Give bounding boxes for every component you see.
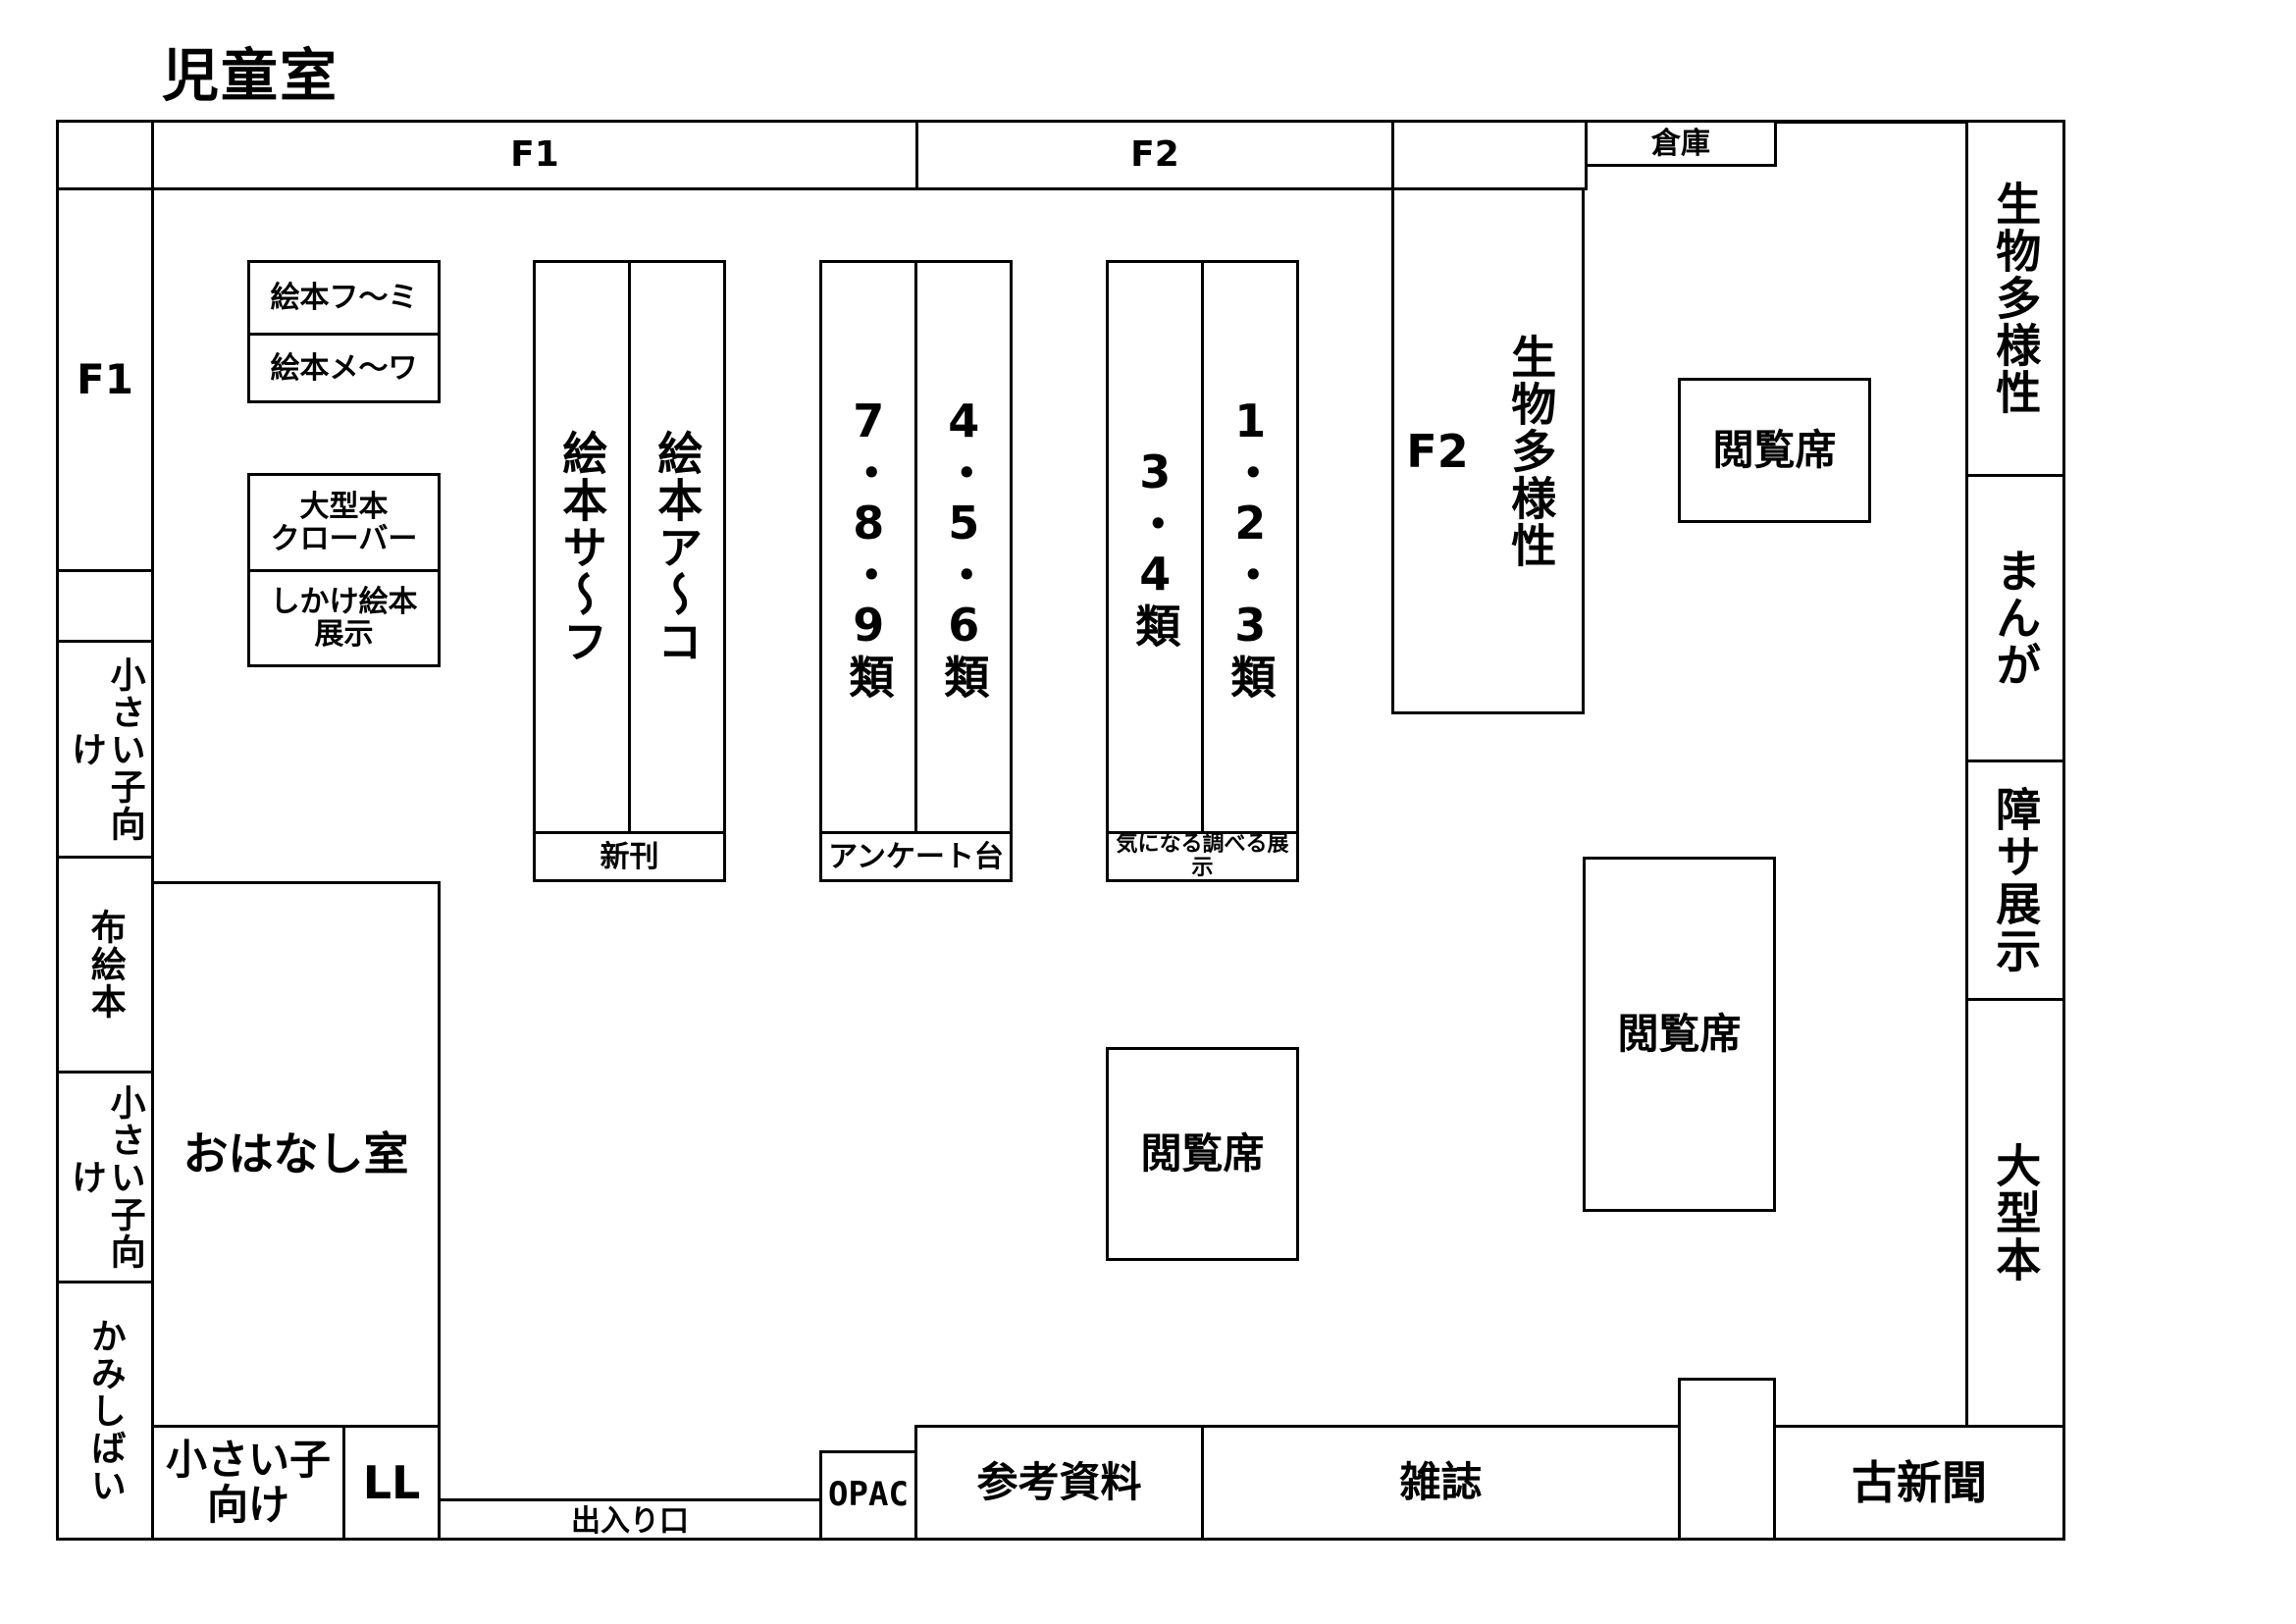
entrance: 出入り口 (438, 1498, 822, 1541)
left-cell-blank (56, 569, 154, 643)
shelf-new-arrivals: 新刊 (533, 831, 726, 882)
shelf-old-newspapers: 古新聞 (1773, 1425, 2065, 1541)
display-popup-books: しかけ絵本 展示 (247, 569, 441, 667)
shelf-picture-books-me-wa: 絵本メ〜ワ (247, 333, 441, 403)
survey-desk: アンケート台 (819, 831, 1013, 882)
shelf-picture-books-sa-fu: 絵本サ〜フ (533, 260, 631, 834)
shelf-reference-materials: 参考資料 (914, 1425, 1204, 1541)
shelf-f1-top: F1 (151, 120, 918, 190)
reading-seats-upper: 閲覧席 (1678, 378, 1871, 523)
pillar-bottom (1678, 1378, 1776, 1541)
shelf-picture-books-a-ko: 絵本ア〜コ (628, 260, 726, 834)
corner-cell-top-left (56, 120, 154, 190)
shelf-f1-left: F1 (56, 187, 154, 572)
display-disability-services: 障サ展示 (1965, 760, 2065, 1001)
shelf-large-books-wall: 大型本 (1965, 998, 2065, 1428)
shelf-class-4-5-6: 4・5・6類 (914, 260, 1013, 834)
reading-seats-center: 閲覧席 (1106, 1047, 1299, 1261)
shelf-small-children-2: 小さい子向け (56, 1071, 154, 1283)
page-title: 児童室 (162, 42, 339, 109)
shelf-biodiversity-wall: 生物多様性 (1965, 120, 2065, 477)
shelf-small-children-1: 小さい子向け (56, 640, 154, 859)
shelf-f2-top: F2 (915, 120, 1394, 190)
top-cell-blank (1391, 120, 1588, 190)
shelf-picture-books-fu-mi: 絵本フ〜ミ (247, 260, 441, 336)
label-biodiversity-block: 生物多様性 (1504, 334, 1558, 569)
shelf-cloth-picture-books: 布絵本 (56, 856, 154, 1074)
label-f2-block: F2 (1406, 424, 1469, 478)
shelf-f2-block (1391, 187, 1585, 714)
shelf-small-children-bottom: 小さい子 向け (151, 1425, 345, 1541)
shelf-kamishibai: かみしばい (56, 1281, 154, 1541)
story-room: おはなし室 (151, 881, 441, 1428)
storage-room: 倉庫 (1585, 120, 1777, 167)
opac-terminal: OPAC (819, 1450, 917, 1541)
shelf-class-7-8-9: 7・8・9類 (819, 260, 917, 834)
reading-seats-right: 閲覧席 (1583, 857, 1776, 1212)
shelf-ll: LL (342, 1425, 441, 1541)
shelf-magazines: 雑誌 (1201, 1425, 1681, 1541)
display-curious-research: 気になる調べる展示 (1106, 831, 1299, 882)
shelf-manga: まんが (1965, 474, 2065, 762)
shelf-class-3-4: 3・4類 (1106, 260, 1204, 834)
shelf-class-1-2-3: 1・2・3類 (1201, 260, 1299, 834)
shelf-large-books-clover: 大型本 クローバー (247, 473, 441, 572)
